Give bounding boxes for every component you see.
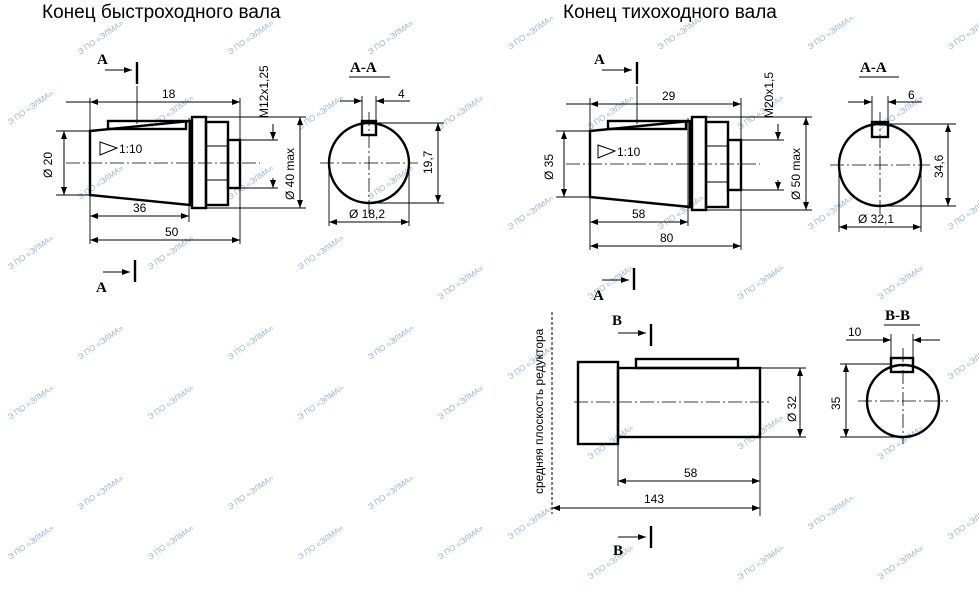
fast-section-title: А-А xyxy=(350,60,377,76)
watermark-text: Э ПО «ЭЛМА» xyxy=(6,88,56,127)
watermark-text: Э ПО «ЭЛМА» xyxy=(76,18,126,57)
watermark-text: Э ПО «ЭЛМА» xyxy=(76,323,126,362)
watermark-text: Э ПО «ЭЛМА» xyxy=(436,263,486,302)
fast-thread: М12х1,25 xyxy=(257,65,271,118)
fast-section-marker-top: А xyxy=(97,52,108,68)
fast-shaft-view: А А 18 1:10 Ø 20 xyxy=(41,52,306,296)
fast-dim-key-height: 19,7 xyxy=(421,150,435,174)
watermark-text: Э ПО «ЭЛМА» xyxy=(806,493,856,532)
watermark-text: Э ПО «ЭЛМА» xyxy=(76,473,126,512)
slow-dim-key-height: 34,6 xyxy=(932,154,946,178)
watermark-text: Э ПО «ЭЛМА» xyxy=(586,543,636,582)
watermark-text: Э ПО «ЭЛМА» xyxy=(586,423,636,462)
watermark-text: Э ПО «ЭЛМА» xyxy=(506,193,556,232)
slow-dim-80: 80 xyxy=(660,231,674,245)
slow-section-view: А-А 6 34,6 Ø 32,1 xyxy=(830,60,956,232)
watermark-text: Э ПО «ЭЛМА» xyxy=(226,18,276,57)
slow-section-marker-bottom: А xyxy=(593,288,604,304)
fast-dim-36: 36 xyxy=(133,201,147,215)
cyl-section-marker-top: В xyxy=(612,313,622,329)
watermark-text: Э ПО «ЭЛМА» xyxy=(506,503,556,542)
fast-dim-key-width: 4 xyxy=(398,87,405,101)
cyl-shaft-view: В В средняя плоскость редуктора Ø 32 58 … xyxy=(532,312,806,559)
slow-section-marker-top: А xyxy=(594,52,605,68)
watermark-text: Э ПО «ЭЛМА» xyxy=(296,233,346,272)
watermark-text: Э ПО «ЭЛМА» xyxy=(876,263,926,302)
watermark-text: Э ПО «ЭЛМА» xyxy=(6,233,56,272)
mid-plane-label: средняя плоскость редуктора xyxy=(532,328,546,494)
slow-dim-d50: Ø 50 max xyxy=(789,148,803,200)
watermark-text: Э ПО «ЭЛМА» xyxy=(436,93,486,132)
watermark-text: Э ПО «ЭЛМА» xyxy=(366,323,416,362)
slow-dim-key-width: 6 xyxy=(908,88,915,102)
watermark-text: Э ПО «ЭЛМА» xyxy=(946,13,979,52)
cyl-dim-143: 143 xyxy=(644,492,664,506)
watermark-text: Э ПО «ЭЛМА» xyxy=(366,18,416,57)
slow-shaft-view: А А 29 1:10 Ø 35 М20х1,5 xyxy=(542,52,812,304)
watermark-text: Э ПО «ЭЛМА» xyxy=(876,543,926,582)
watermark-text: Э ПО «ЭЛМА» xyxy=(436,523,486,562)
watermark-text: Э ПО «ЭЛМА» xyxy=(296,93,346,132)
watermark-text: Э ПО «ЭЛМА» xyxy=(226,323,276,362)
watermark-text: Э ПО «ЭЛМА» xyxy=(506,13,556,52)
cyl-dim-key-width: 10 xyxy=(848,325,862,339)
slow-section-title: А-А xyxy=(860,60,887,76)
fast-dim-d40: Ø 40 max xyxy=(283,148,297,200)
fast-taper: 1:10 xyxy=(119,142,143,156)
watermark-text: Э ПО «ЭЛМА» xyxy=(226,473,276,512)
cyl-section-view: В-В 10 35 xyxy=(829,308,948,444)
watermark-text: Э ПО «ЭЛМА» xyxy=(366,473,416,512)
watermark-text: Э ПО «ЭЛМА» xyxy=(6,383,56,422)
watermark-text: Э ПО «ЭЛМА» xyxy=(736,543,786,582)
watermark-text: Э ПО «ЭЛМА» xyxy=(946,503,979,542)
cyl-dim-58: 58 xyxy=(684,466,698,480)
watermark-text: Э ПО «ЭЛМА» xyxy=(506,343,556,382)
slow-dim-58: 58 xyxy=(632,207,646,221)
watermark-text: Э ПО «ЭЛМА» xyxy=(436,383,486,422)
slow-dim-29: 29 xyxy=(662,89,676,103)
watermark-text: Э ПО «ЭЛМА» xyxy=(736,263,786,302)
watermark-text: Э ПО «ЭЛМА» xyxy=(806,193,856,232)
watermark-text: Э ПО «ЭЛМА» xyxy=(6,523,56,562)
cyl-section-title: В-В xyxy=(885,308,910,324)
cyl-dim-section-d: 35 xyxy=(829,396,843,410)
watermark-text: Э ПО «ЭЛМА» xyxy=(586,93,636,132)
watermark-text: Э ПО «ЭЛМА» xyxy=(656,193,706,232)
watermark-text: Э ПО «ЭЛМА» xyxy=(296,523,346,562)
watermark-text: Э ПО «ЭЛМА» xyxy=(146,383,196,422)
fast-section-marker-bottom: А xyxy=(96,280,107,296)
watermark-text: Э ПО «ЭЛМА» xyxy=(656,13,706,52)
fast-dim-50: 50 xyxy=(165,225,179,239)
cyl-section-marker-bottom: В xyxy=(613,543,623,559)
fast-dim-d20: Ø 20 xyxy=(41,152,55,178)
watermark-text: Э ПО «ЭЛМА» xyxy=(946,193,979,232)
fast-dim-18: 18 xyxy=(162,87,176,101)
slow-thread: М20х1,5 xyxy=(762,72,776,118)
slow-taper: 1:10 xyxy=(617,145,641,159)
fast-section-view: А-А 4 19,7 Ø 18,2 xyxy=(320,60,444,226)
fast-shaft-title: Конец быстроходного вала xyxy=(42,2,281,23)
watermark-text: Э ПО «ЭЛМА» xyxy=(146,523,196,562)
slow-dim-d35: Ø 35 xyxy=(542,154,556,180)
watermark-text: Э ПО «ЭЛМА» xyxy=(876,423,926,462)
cyl-dim-d32: Ø 32 xyxy=(785,396,799,422)
slow-shaft-title: Конец тихоходного вала xyxy=(563,2,777,23)
watermark-text: Э ПО «ЭЛМА» xyxy=(876,93,926,132)
watermark-text: Э ПО «ЭЛМА» xyxy=(226,163,276,202)
watermark-text: Э ПО «ЭЛМА» xyxy=(806,13,856,52)
watermark-layer: Э ПО «ЭЛМА» Э ПО «ЭЛМА» Э ПО «ЭЛМА» Э ПО «Э… xyxy=(6,13,979,582)
fast-dim-section-d: Ø 18,2 xyxy=(349,207,385,221)
slow-dim-section-d: Ø 32,1 xyxy=(858,212,894,226)
watermark-text: Э ПО «ЭЛМА» xyxy=(296,383,346,422)
watermark-text: Э ПО «ЭЛМА» xyxy=(946,343,979,382)
